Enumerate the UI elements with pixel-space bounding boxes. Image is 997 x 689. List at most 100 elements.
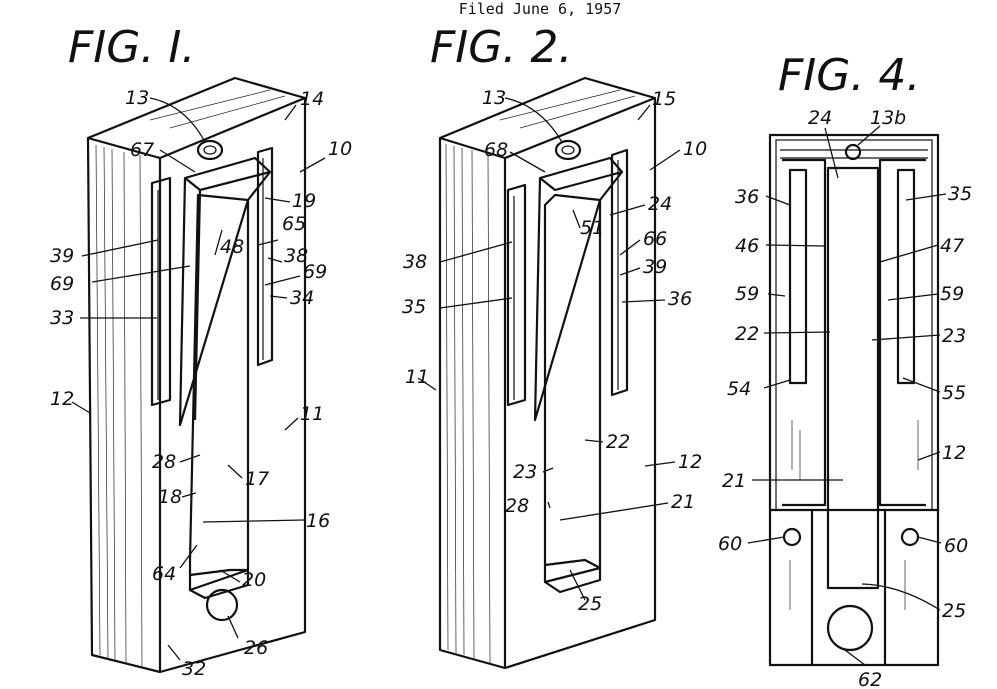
fig1-label: 67 [130,139,154,161]
fig4-hatching [789,420,919,610]
filing-date-header: Filed June 6, 1957 [458,0,622,18]
figure-2: FIG. 2. [402,22,707,670]
fig4-label: 12 [942,442,966,464]
fig1-screw-hole [196,139,224,161]
fig1-title: FIG. I. [68,22,195,73]
fig2-left-slot [506,183,527,407]
fig1-label: 32 [182,658,206,680]
fig1-label: 10 [328,138,352,160]
fig1-left-slot [150,176,172,407]
fig4-right-member [878,158,926,507]
fig2-label: 28 [505,495,529,517]
fig2-slot-bottom [544,558,602,594]
fig2-label: 35 [402,296,426,318]
fig2-right-slot [610,148,629,397]
fig1-label: 16 [306,510,330,532]
fig1-side-hatching [95,144,143,668]
fig1-label: 65 [282,213,306,235]
fig4-outer-frame [768,133,940,667]
fig1-label: 18 [158,486,182,508]
fig1-block-outline [86,76,307,674]
fig2-side-hatching [445,143,491,664]
fig4-left-slot [788,168,808,385]
fig4-main-slot [826,166,880,590]
fig2-top-edge [439,96,656,160]
fig4-label: 59 [735,283,759,305]
fig2-top-hatching [499,89,636,129]
fig2-label: 21 [671,491,695,513]
fig1-label: 17 [245,468,269,490]
fig1-label: 48 [220,236,244,258]
fig1-label: 38 [284,245,308,267]
fig1-label: 11 [300,403,324,425]
fig2-screw-hole [554,139,582,161]
fig2-label: 66 [643,228,667,250]
fig1-top-hatching [149,89,286,129]
fig4-label: 21 [722,470,746,492]
fig4-label: 36 [735,186,759,208]
fig2-block-outline [438,76,657,670]
fig4-label: 59 [940,283,964,305]
fig1-label: 39 [50,245,74,267]
fig2-insert-top [539,170,623,192]
fig4-label: 55 [942,382,966,404]
fig2-label: 38 [403,251,427,273]
fig4-label: 22 [735,323,759,345]
fig4-right-slot [896,168,916,385]
fig1-label: 14 [300,88,324,110]
fig1-label: 69 [50,273,74,295]
fig2-label: 39 [643,256,667,278]
fig4-inner-frame [775,139,933,511]
fig2-label: 11 [405,366,429,388]
fig2-label: 22 [606,431,630,453]
fig1-label: 20 [242,569,266,591]
fig4-bottom-hole [826,604,874,652]
fig1-label: 28 [152,451,176,473]
fig4-top-rail [780,149,928,159]
fig2-leaders [417,97,681,601]
fig2-labels: 13 15 10 68 24 51 66 38 39 35 36 11 22 1… [402,87,707,615]
fig1-label: 64 [152,563,176,585]
fig2-label: 51 [580,217,604,239]
fig1-right-slot [256,146,274,367]
fig2-main-slot [543,193,602,584]
fig4-top-hole [844,143,862,161]
fig4-label: 46 [735,235,759,257]
fig2-title: FIG. 2. [430,22,572,73]
fig1-label: 19 [292,190,316,212]
fig2-label: 36 [668,288,692,310]
fig1-label: 34 [290,287,314,309]
fig4-leaders [747,125,947,666]
fig1-slot-bottom [189,568,250,600]
fig4-label: 62 [858,669,882,689]
figure-4: FIG. 4. [718,50,972,689]
fig4-label: 23 [942,325,966,347]
fig2-label: 25 [578,593,602,615]
fig4-right-pin-hole [900,527,920,547]
fig4-left-pin-hole [782,527,802,547]
fig1-label: 33 [50,307,74,329]
fig1-main-slot [188,193,250,592]
fig2-label: 13 [482,87,506,109]
fig2-label: 12 [678,451,702,473]
figure-1: FIG. I. [50,22,352,680]
fig4-title: FIG. 4. [778,50,920,101]
fig4-label: 54 [727,378,751,400]
fig2-label: 68 [484,139,508,161]
fig4-label: 25 [942,600,966,622]
fig1-label: 12 [50,388,74,410]
fig1-label: 26 [244,637,268,659]
fig4-label: 35 [948,183,972,205]
fig1-label: 69 [303,261,327,283]
fig2-label: 15 [652,88,676,110]
fig4-labels: 24 13b 36 35 46 47 59 59 22 23 54 55 12 … [718,107,972,689]
fig4-label: 13b [870,107,906,129]
fig2-label: 24 [648,193,672,215]
fig1-leaders [71,97,326,661]
fig2-label: 23 [513,461,537,483]
fig1-labels: 13 14 10 67 19 65 39 48 38 69 69 34 33 1… [50,87,352,680]
fig2-label: 10 [683,138,707,160]
fig4-label: 60 [718,533,742,555]
fig1-bottom-hole [205,588,239,622]
